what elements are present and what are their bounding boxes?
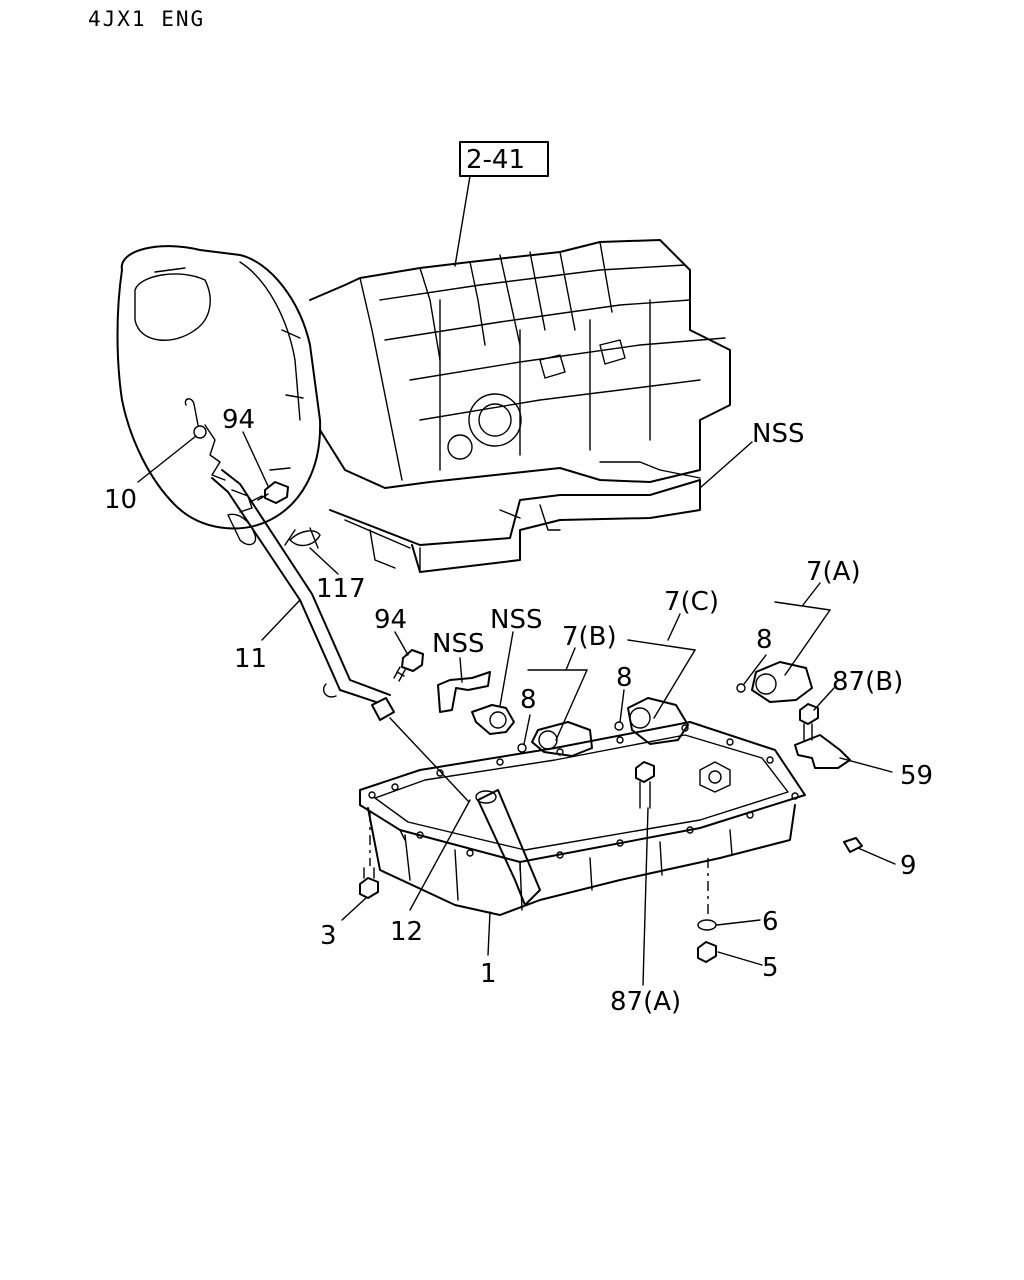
drain-plug-5-drawing: [697, 941, 717, 963]
callout-nss-sensor[interactable]: NSS: [490, 605, 542, 635]
bolt-87a-drawing: [635, 761, 655, 809]
bracket-59-drawing: [794, 734, 851, 769]
callout-11[interactable]: 11: [234, 644, 267, 674]
callout-12[interactable]: 12: [390, 917, 423, 947]
leader-lines: [137, 431, 896, 986]
callout-7a[interactable]: 7(A): [806, 557, 861, 587]
callout-nss-housing[interactable]: NSS: [752, 419, 804, 449]
nss-sensor-drawing: [471, 704, 515, 735]
callout-59[interactable]: 59: [900, 761, 933, 791]
solenoid-7a-drawing: [736, 661, 813, 703]
bolt-3-drawing: [359, 867, 379, 899]
nss-bracket-drawing: [437, 671, 491, 713]
engine-code-header: 4JX1 ENG: [88, 7, 205, 31]
reference-box-label: 2-41: [466, 145, 525, 175]
callout-94-upper[interactable]: 94: [222, 405, 255, 435]
callout-87a[interactable]: 87(A): [610, 987, 681, 1017]
transmission-assembly-drawing: [116, 239, 731, 573]
callout-94-lower[interactable]: 94: [374, 605, 407, 635]
callout-nss-bracket[interactable]: NSS: [432, 629, 484, 659]
callout-87b[interactable]: 87(B): [832, 667, 903, 697]
bolt-94-upper-drawing: [251, 481, 289, 504]
oil-level-gauge-tube-drawing: [184, 398, 395, 721]
oil-pan-drawing: [359, 721, 806, 916]
callout-7b[interactable]: 7(B): [562, 622, 617, 652]
bolt-94-lower-drawing: [393, 649, 424, 682]
callout-10[interactable]: 10: [104, 485, 137, 515]
callout-3[interactable]: 3: [320, 921, 337, 951]
leader-2-41: [454, 175, 471, 267]
callout-8-b[interactable]: 8: [520, 685, 537, 715]
callout-9[interactable]: 9: [900, 851, 917, 881]
clip-117-drawing: [284, 527, 321, 549]
solenoid-7b-drawing: [517, 721, 593, 757]
callout-7c[interactable]: 7(C): [664, 587, 719, 617]
callout-117[interactable]: 117: [316, 574, 366, 604]
reference-box-2-41[interactable]: 2-41: [459, 141, 549, 177]
callout-8-a[interactable]: 8: [756, 625, 773, 655]
callout-6[interactable]: 6: [762, 907, 779, 937]
callout-5[interactable]: 5: [762, 953, 779, 983]
gasket-6-drawing: [697, 919, 717, 931]
callout-1[interactable]: 1: [480, 959, 497, 989]
callout-8-c[interactable]: 8: [616, 663, 633, 693]
bolt-87b-drawing: [799, 703, 819, 741]
part-9-drawing: [843, 837, 863, 853]
